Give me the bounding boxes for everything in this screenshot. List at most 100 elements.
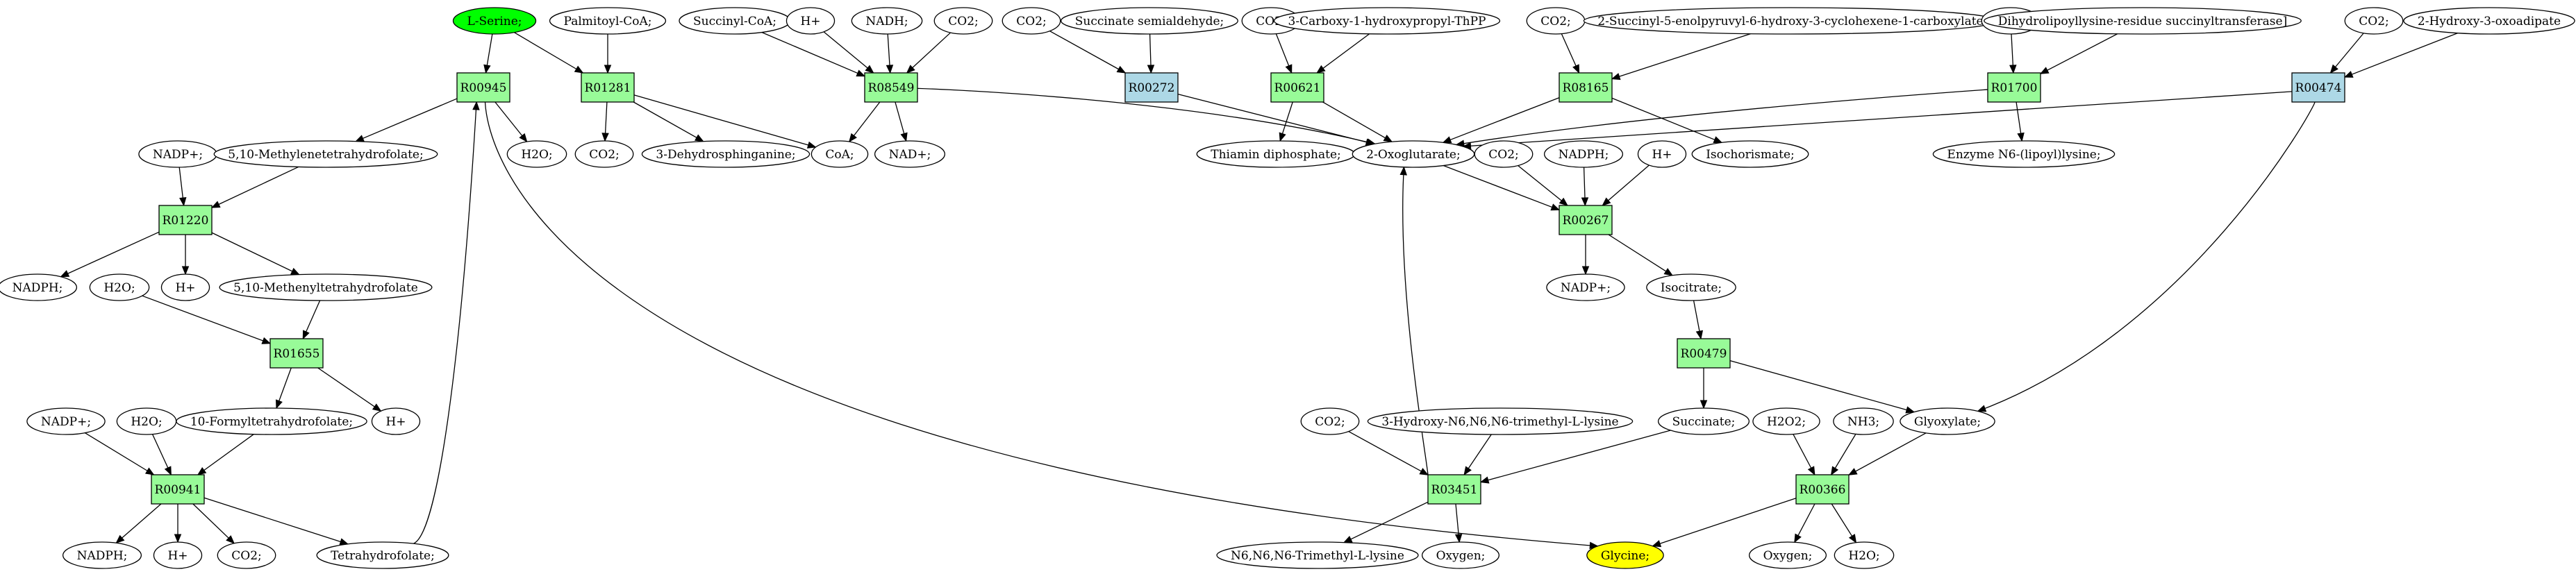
reaction-box [1427,474,1481,505]
reaction-node-R01281: R01281 [581,72,635,103]
edge-carboxy_thpp-to-R00621-arrowhead [1316,65,1326,74]
reaction-box [158,205,213,235]
node-label: H+ [167,549,188,563]
edge-R03451-to-oxygen_1-arrowhead [1454,534,1463,543]
edge-co2_i-to-R03451 [1348,431,1429,475]
compound-ellipse [1748,541,1827,569]
compound-ellipse [641,140,811,168]
node-label: R00941 [155,483,201,497]
edge-co2_a-to-R08549 [906,32,951,74]
compound-node-dihydrolipoyl: Dihydrolipoyllysine-residue succinyltran… [1984,7,2302,35]
compound-node-co2_j: CO2; [217,541,276,569]
edge-glyoxylate-to-R00366 [1848,432,1927,475]
edge-R08165-to-isochorismate-arrowhead [1713,136,1723,143]
compound-node-isocitrate: Isocitrate; [1646,273,1736,301]
reaction-box [1270,72,1324,103]
edge-R01220-to-nadph_2-arrowhead [60,270,70,278]
compound-ellipse [1546,273,1625,301]
edge-hydroxy_trimethyl-to-R03451-arrowhead [1463,466,1472,476]
edge-R01655-to-formyl_thf-arrowhead [276,399,283,410]
reaction-box [1987,72,2041,103]
edge-nadp_3-to-R00941 [84,432,154,475]
reaction-node-R00479: R00479 [1677,338,1731,369]
reaction-node-R08165: R08165 [1559,72,1613,103]
edge-R08549-to-nadplus_top-arrowhead [900,132,908,142]
edge-R00474-to-oxoglutarate [1463,91,2293,147]
node-label: 2-Hydroxy-3-oxoadipate [2418,15,2561,28]
node-label: CO2; [948,15,979,28]
edge-R00474-to-glyoxylate [1977,101,2316,412]
edge-co2_h-to-R00267 [1518,165,1568,206]
node-label: 3-Carboxy-1-hydroxypropyl-ThPP [1288,15,1486,28]
compound-node-thf: Tetrahydrofolate; [316,541,449,569]
compound-node-hplus_top: H+ [786,7,836,35]
edge-hplus_mid-to-R00267 [1602,164,1650,206]
edge-R00945-to-h2o_1-arrowhead [519,133,528,143]
edge-methylene_thf-to-R01220-arrowhead [210,201,221,208]
edge-hydroxy_oxoadipate-to-R00474-arrowhead [2343,71,2354,78]
edge-R01655-to-hplus_3 [317,367,381,412]
edge-R08165-to-isochorismate [1611,97,1722,144]
node-label: H2O; [521,148,552,162]
compound-node-co2_d: CO2; [1526,7,1586,35]
edge-hplus_mid-to-R00267-arrowhead [1602,197,1611,206]
edge-h2o_2-to-R01655-arrowhead [261,337,272,344]
edge-h2o2-to-R00366-arrowhead [1807,466,1815,476]
compound-node-serine: L-Serine; [452,7,537,35]
edge-R00945-to-methylene_thf [356,98,458,142]
edge-R00941-to-co2_j-arrowhead [226,535,235,544]
edge-R01220-to-methenyl_thf [211,232,299,276]
node-label: Palmitoyl-CoA; [564,15,652,28]
compound-node-oxygen_1: Oxygen; [1421,541,1500,569]
edge-R03451-to-oxoglutarate [1402,167,1429,478]
node-label: 3-Hydroxy-N6,N6,N6-trimethyl-L-lysine [1381,415,1618,429]
node-label: CO2; [231,549,262,563]
edge-R00366-to-glycine-arrowhead [1652,540,1662,548]
edge-R01281-to-dehydrosphinganine-arrowhead [694,134,704,142]
edge-co2_a-to-R08549-arrowhead [906,65,915,74]
edge-R03451-to-trimethyl_lysine [1343,501,1429,543]
edge-R03451-to-oxoglutarate-arrowhead [1399,166,1407,176]
reaction-box [1677,338,1731,369]
compound-node-co2_b: CO2; [1002,7,1061,35]
node-label: R01220 [163,214,209,228]
compound-node-h2o_3: H2O; [116,407,177,435]
node-label: Tetrahydrofolate; [331,549,435,563]
edge-R00366-to-oxygen_2-arrowhead [1794,533,1802,543]
edge-serine-to-R01281-arrowhead [574,65,584,74]
compound-ellipse [1273,7,1501,35]
node-label: R01281 [585,81,631,95]
edge-nadp_3-to-R00941-arrowhead [144,467,155,475]
compound-ellipse [1421,541,1500,569]
compound-node-h2o_1: H2O; [506,140,567,168]
edge-R00267-to-isocitrate-arrowhead [1663,268,1674,276]
edge-co2_f-to-R00474-arrowhead [2329,64,2338,74]
edge-R01281-to-coa [633,94,816,148]
compound-ellipse [851,7,923,35]
node-label: Isochorismate; [1706,148,1795,162]
node-label: R00272 [1129,81,1175,95]
edge-co2_b-to-R00272 [1049,31,1126,74]
edge-R00479-to-glyoxylate-arrowhead [1905,406,1916,414]
compound-ellipse [452,7,537,35]
compound-node-succ_semi: Succinate semialdehyde; [1061,7,1238,35]
compound-ellipse [1833,407,1894,435]
edge-R00267-to-isocitrate [1608,234,1673,276]
node-label: R00945 [460,81,507,95]
edge-R01220-to-nadph_2 [60,231,160,278]
reaction-node-R01655: R01655 [269,338,324,369]
node-label: H+ [800,15,820,28]
node-label: Isocitrate; [1661,281,1722,295]
node-label: R00366 [1800,483,1846,497]
node-label: N6,N6,N6-Trimethyl-L-lysine [1231,549,1404,563]
edge-R00941-to-nadph_4 [115,503,162,543]
compound-node-thiamin: Thiamin diphosphate; [1196,140,1356,168]
compound-ellipse [1932,140,2116,168]
node-label: NADP+; [153,148,203,162]
edge-co2_f-to-R00474 [2330,33,2364,74]
node-label: NADPH; [1559,148,1609,162]
compound-node-h2o_4: H2O; [1834,541,1895,569]
edge-thf-to-R00945 [413,101,477,544]
reaction-node-R01220: R01220 [158,205,213,235]
